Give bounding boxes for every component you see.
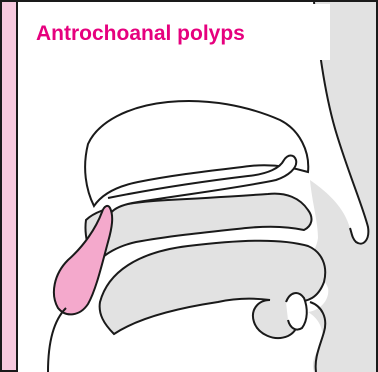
title-box: Antrochoanal polyps [18, 4, 330, 60]
figure-title: Antrochoanal polyps [36, 20, 245, 48]
nasal-cross-section-figure: Antrochoanal polyps [16, 2, 376, 372]
uvula [286, 293, 307, 330]
